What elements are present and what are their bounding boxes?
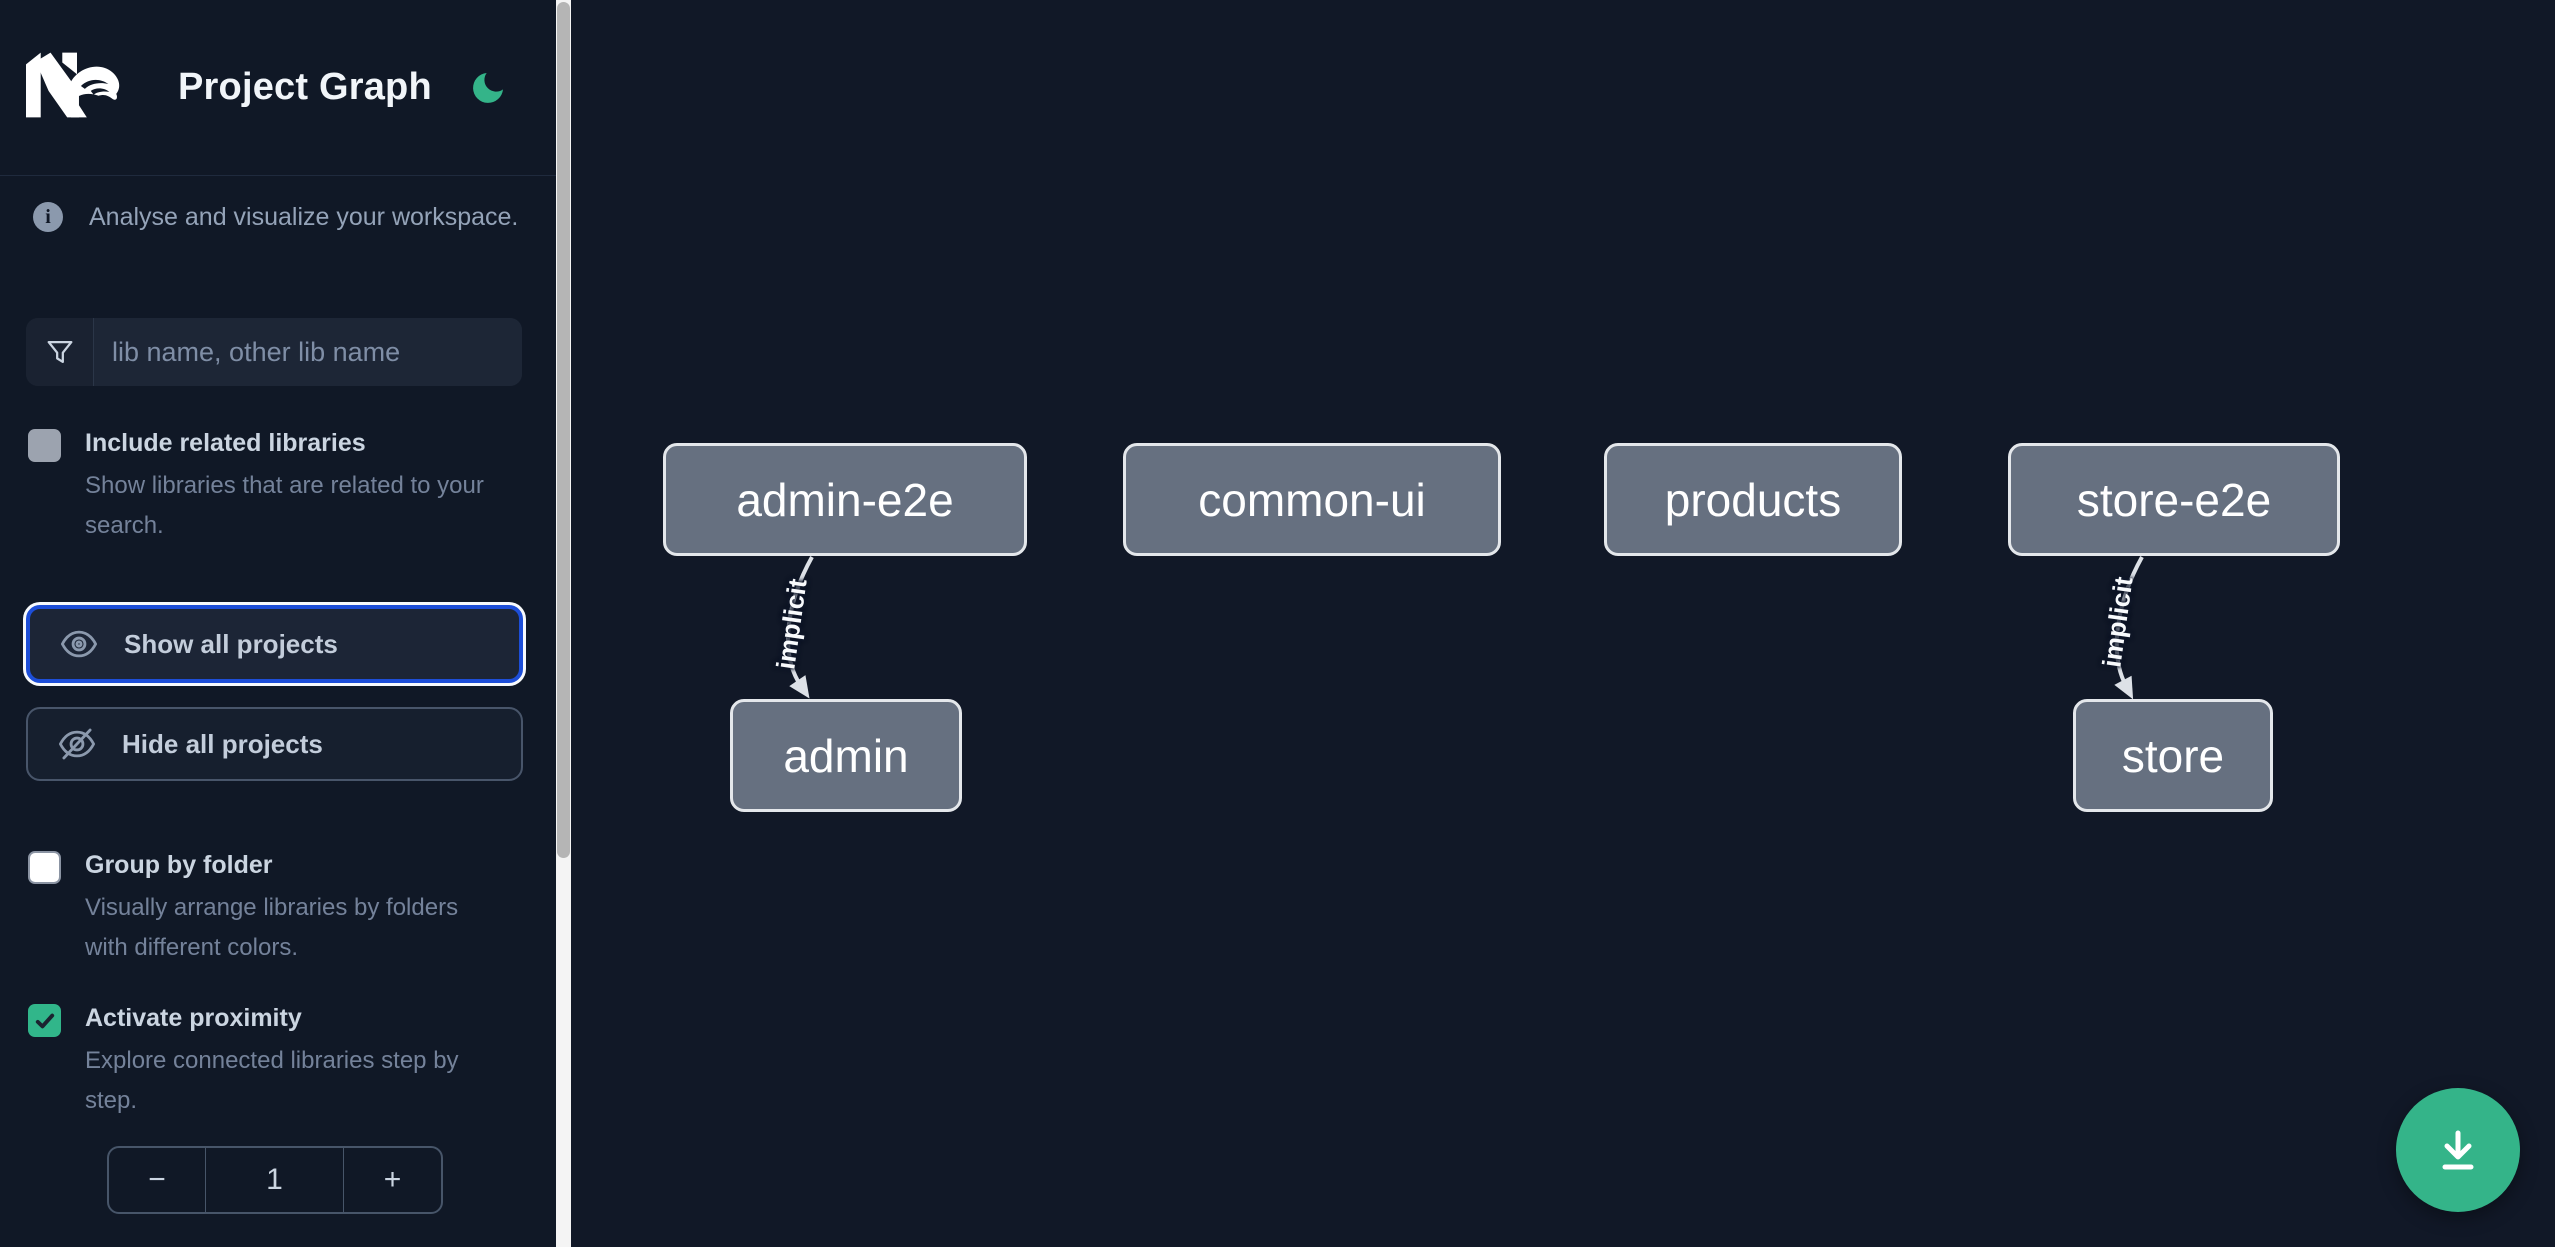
- toggle-include-related: Include related libraries Show libraries…: [28, 427, 528, 545]
- show-all-projects-button[interactable]: Show all projects: [26, 605, 523, 683]
- group-by-folder-checkbox[interactable]: [28, 851, 61, 884]
- project-node-store[interactable]: store: [2073, 699, 2273, 812]
- tagline-text: Analyse and visualize your workspace.: [89, 202, 519, 231]
- sidebar-scrollbar: [556, 0, 571, 1247]
- show-all-projects-label: Show all projects: [124, 628, 338, 659]
- project-node-admin[interactable]: admin: [730, 699, 962, 812]
- info-icon: i: [33, 202, 63, 232]
- search-box: [26, 318, 522, 386]
- decrement-button[interactable]: −: [109, 1148, 206, 1212]
- activate-proximity-checkbox[interactable]: [28, 1004, 61, 1037]
- toggle-label: Activate proximity: [85, 1004, 302, 1032]
- eye-icon: [60, 630, 98, 658]
- proximity-depth-stepper: − 1 +: [107, 1146, 443, 1214]
- filter-funnel-icon: [47, 340, 72, 364]
- toggle-description: Explore connected libraries step by step…: [85, 1047, 459, 1114]
- nx-logo-icon: [26, 52, 120, 118]
- theme-toggle-button[interactable]: [468, 68, 508, 108]
- filter-icon-cell: [26, 318, 94, 386]
- scrollbar-thumb[interactable]: [557, 2, 570, 858]
- page-title: Project Graph: [178, 66, 432, 108]
- toggle-description: Show libraries that are related to your …: [85, 472, 484, 539]
- moon-icon: [473, 73, 503, 103]
- toggle-activate-proximity: Activate proximity Explore connected lib…: [28, 1002, 528, 1120]
- toggle-description: Visually arrange libraries by folders wi…: [85, 894, 459, 961]
- hide-all-projects-label: Hide all projects: [122, 728, 323, 759]
- toggle-label: Include related libraries: [85, 429, 366, 457]
- download-icon: [2442, 1130, 2474, 1170]
- graph-canvas[interactable]: [571, 0, 2555, 1247]
- checkmark-icon: [35, 1013, 54, 1028]
- include-related-checkbox[interactable]: [28, 429, 61, 462]
- sidebar-header: Project Graph: [0, 0, 556, 176]
- search-input[interactable]: [94, 318, 522, 386]
- hide-all-projects-button[interactable]: Hide all projects: [26, 707, 523, 781]
- project-node-common-ui[interactable]: common-ui: [1123, 443, 1501, 556]
- eye-off-icon: [58, 728, 96, 760]
- increment-button[interactable]: +: [383, 1163, 402, 1196]
- project-node-products[interactable]: products: [1604, 443, 1902, 556]
- proximity-depth-value: 1: [206, 1148, 344, 1212]
- sidebar: Project Graph i Analyse and visualize yo…: [0, 0, 556, 1247]
- project-node-store-e2e[interactable]: store-e2e: [2008, 443, 2340, 556]
- project-node-admin-e2e[interactable]: admin-e2e: [663, 443, 1027, 556]
- toggle-group-by-folder: Group by folder Visually arrange librari…: [28, 849, 528, 967]
- workspace-tagline-row: i Analyse and visualize your workspace.: [33, 202, 518, 232]
- download-image-button[interactable]: [2396, 1088, 2520, 1212]
- toggle-label: Group by folder: [85, 851, 273, 879]
